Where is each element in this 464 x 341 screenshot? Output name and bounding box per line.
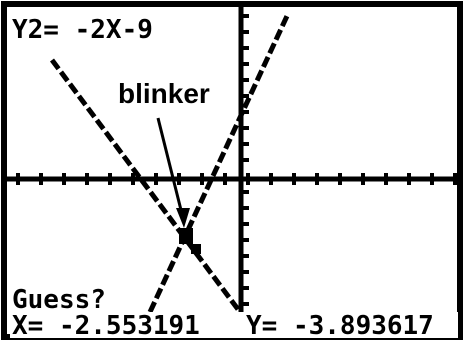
y-axis-tick [241, 238, 249, 242]
callout-label: blinker [118, 78, 210, 109]
y-axis-tick [241, 158, 249, 162]
y-axis-tick [241, 286, 249, 290]
graph-line-y2 [49, 58, 243, 314]
y-axis-tick [241, 110, 249, 114]
y-axis-tick [241, 142, 249, 146]
callout-arrow [156, 117, 184, 215]
x-axis-tick [39, 173, 43, 185]
y-axis-tick [241, 270, 249, 274]
equation-label: Y2= -2X-9 [12, 15, 153, 45]
x-axis-tick [407, 173, 411, 185]
x-axis-tick [131, 173, 135, 185]
x-coordinate-readout: X= -2.553191 [12, 311, 200, 341]
x-axis-tick [453, 173, 457, 185]
y-axis-tick [241, 254, 249, 258]
y-axis-tick [241, 30, 249, 34]
graph-line-y1 [147, 14, 290, 314]
x-axis-tick [16, 173, 20, 185]
y-axis-tick [241, 190, 249, 194]
x-axis-tick [315, 173, 319, 185]
x-axis-tick [200, 173, 204, 185]
callout-arrowhead [176, 208, 190, 228]
x-axis-tick [338, 173, 342, 185]
x-axis-tick [223, 173, 227, 185]
x-axis-tick [292, 173, 296, 185]
x-axis-tick [269, 173, 273, 185]
x-axis-tick [62, 173, 66, 185]
x-axis-tick [384, 173, 388, 185]
y-axis-tick [241, 302, 249, 306]
y-axis-tick [241, 126, 249, 130]
y-coordinate-readout: Y= -3.893617 [246, 311, 434, 341]
y-axis-tick [241, 14, 249, 18]
x-axis-tick [85, 173, 89, 185]
y-axis-tick [241, 78, 249, 82]
y-axis-tick [241, 46, 249, 50]
x-axis-tick [177, 173, 181, 185]
x-axis-tick [361, 173, 365, 185]
y-axis-tick [241, 206, 249, 210]
x-axis-tick [108, 173, 112, 185]
x-axis-ticks [16, 173, 457, 185]
y-axis-tick [241, 222, 249, 226]
x-axis-tick [246, 173, 250, 185]
x-axis-tick [430, 173, 434, 185]
y-axis-tick [241, 94, 249, 98]
y-axis-tick [241, 62, 249, 66]
x-axis-tick [154, 173, 158, 185]
guess-prompt: Guess? [12, 285, 106, 315]
blinker-cursor [179, 228, 201, 254]
